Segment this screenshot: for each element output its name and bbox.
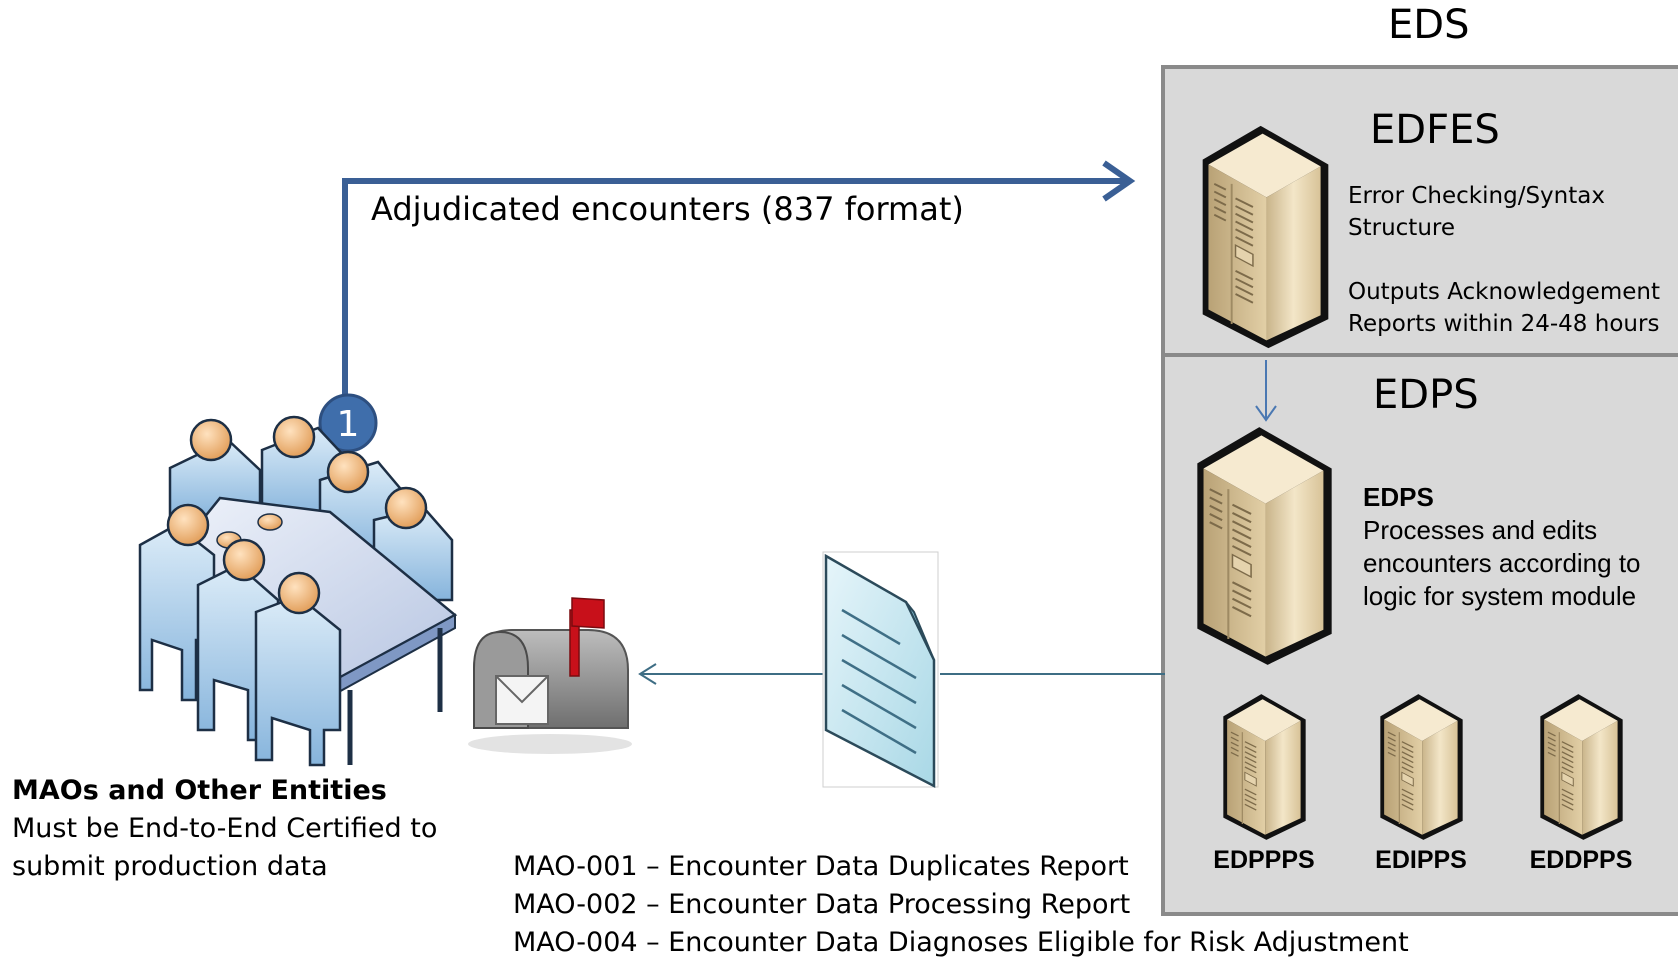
eds-title: EDS — [1388, 2, 1470, 48]
submission-arrowhead — [1102, 160, 1136, 202]
report-mao-004: MAO-004 – Encounter Data Diagnoses Eligi… — [513, 927, 1409, 958]
meeting-group-icon — [138, 415, 458, 767]
edps-desc-line2: encounters according to — [1363, 548, 1641, 578]
subsystem-label-edipps: EDIPPS — [1375, 846, 1467, 874]
flow-label: Adjudicated encounters (837 format) — [371, 190, 964, 228]
edps-desc-line3: logic for system module — [1363, 581, 1637, 611]
eddpps-server-icon — [1539, 694, 1624, 840]
edfes-note-line3: Outputs Acknowledgement — [1348, 279, 1660, 305]
report-mao-002: MAO-002 – Encounter Data Processing Repo… — [513, 889, 1131, 920]
subsystem-label-edppps: EDPPPS — [1213, 846, 1315, 874]
edfes-title: EDFES — [1370, 107, 1500, 153]
edfes-note-line1: Error Checking/Syntax — [1348, 183, 1605, 209]
step-number: 1 — [336, 404, 360, 445]
return-arrowhead — [638, 663, 657, 685]
subsystem-label-eddpps: EDDPPS — [1529, 846, 1633, 874]
entities-title: MAOs and Other Entities — [12, 775, 387, 806]
report-mao-001: MAO-001 – Encounter Data Duplicates Repo… — [513, 851, 1129, 882]
edfes-note-line4: Reports within 24-48 hours — [1348, 311, 1660, 337]
edppps-server-icon — [1222, 694, 1307, 840]
mailbox-icon — [468, 597, 632, 754]
entities-line2: submit production data — [12, 851, 328, 882]
submission-arrow-line — [342, 178, 1125, 395]
edipps-server-icon — [1379, 694, 1464, 840]
entities-line1: Must be End-to-End Certified to — [12, 813, 438, 844]
document-icon — [822, 551, 939, 789]
edps-desc-title: EDPS — [1363, 482, 1434, 512]
edps-title: EDPS — [1373, 372, 1479, 418]
edps-desc-line1: Processes and edits — [1363, 515, 1598, 545]
edps-server-icon — [1196, 426, 1333, 666]
edfes-server-icon — [1201, 124, 1330, 350]
edfes-note-line2: Structure — [1348, 215, 1455, 241]
